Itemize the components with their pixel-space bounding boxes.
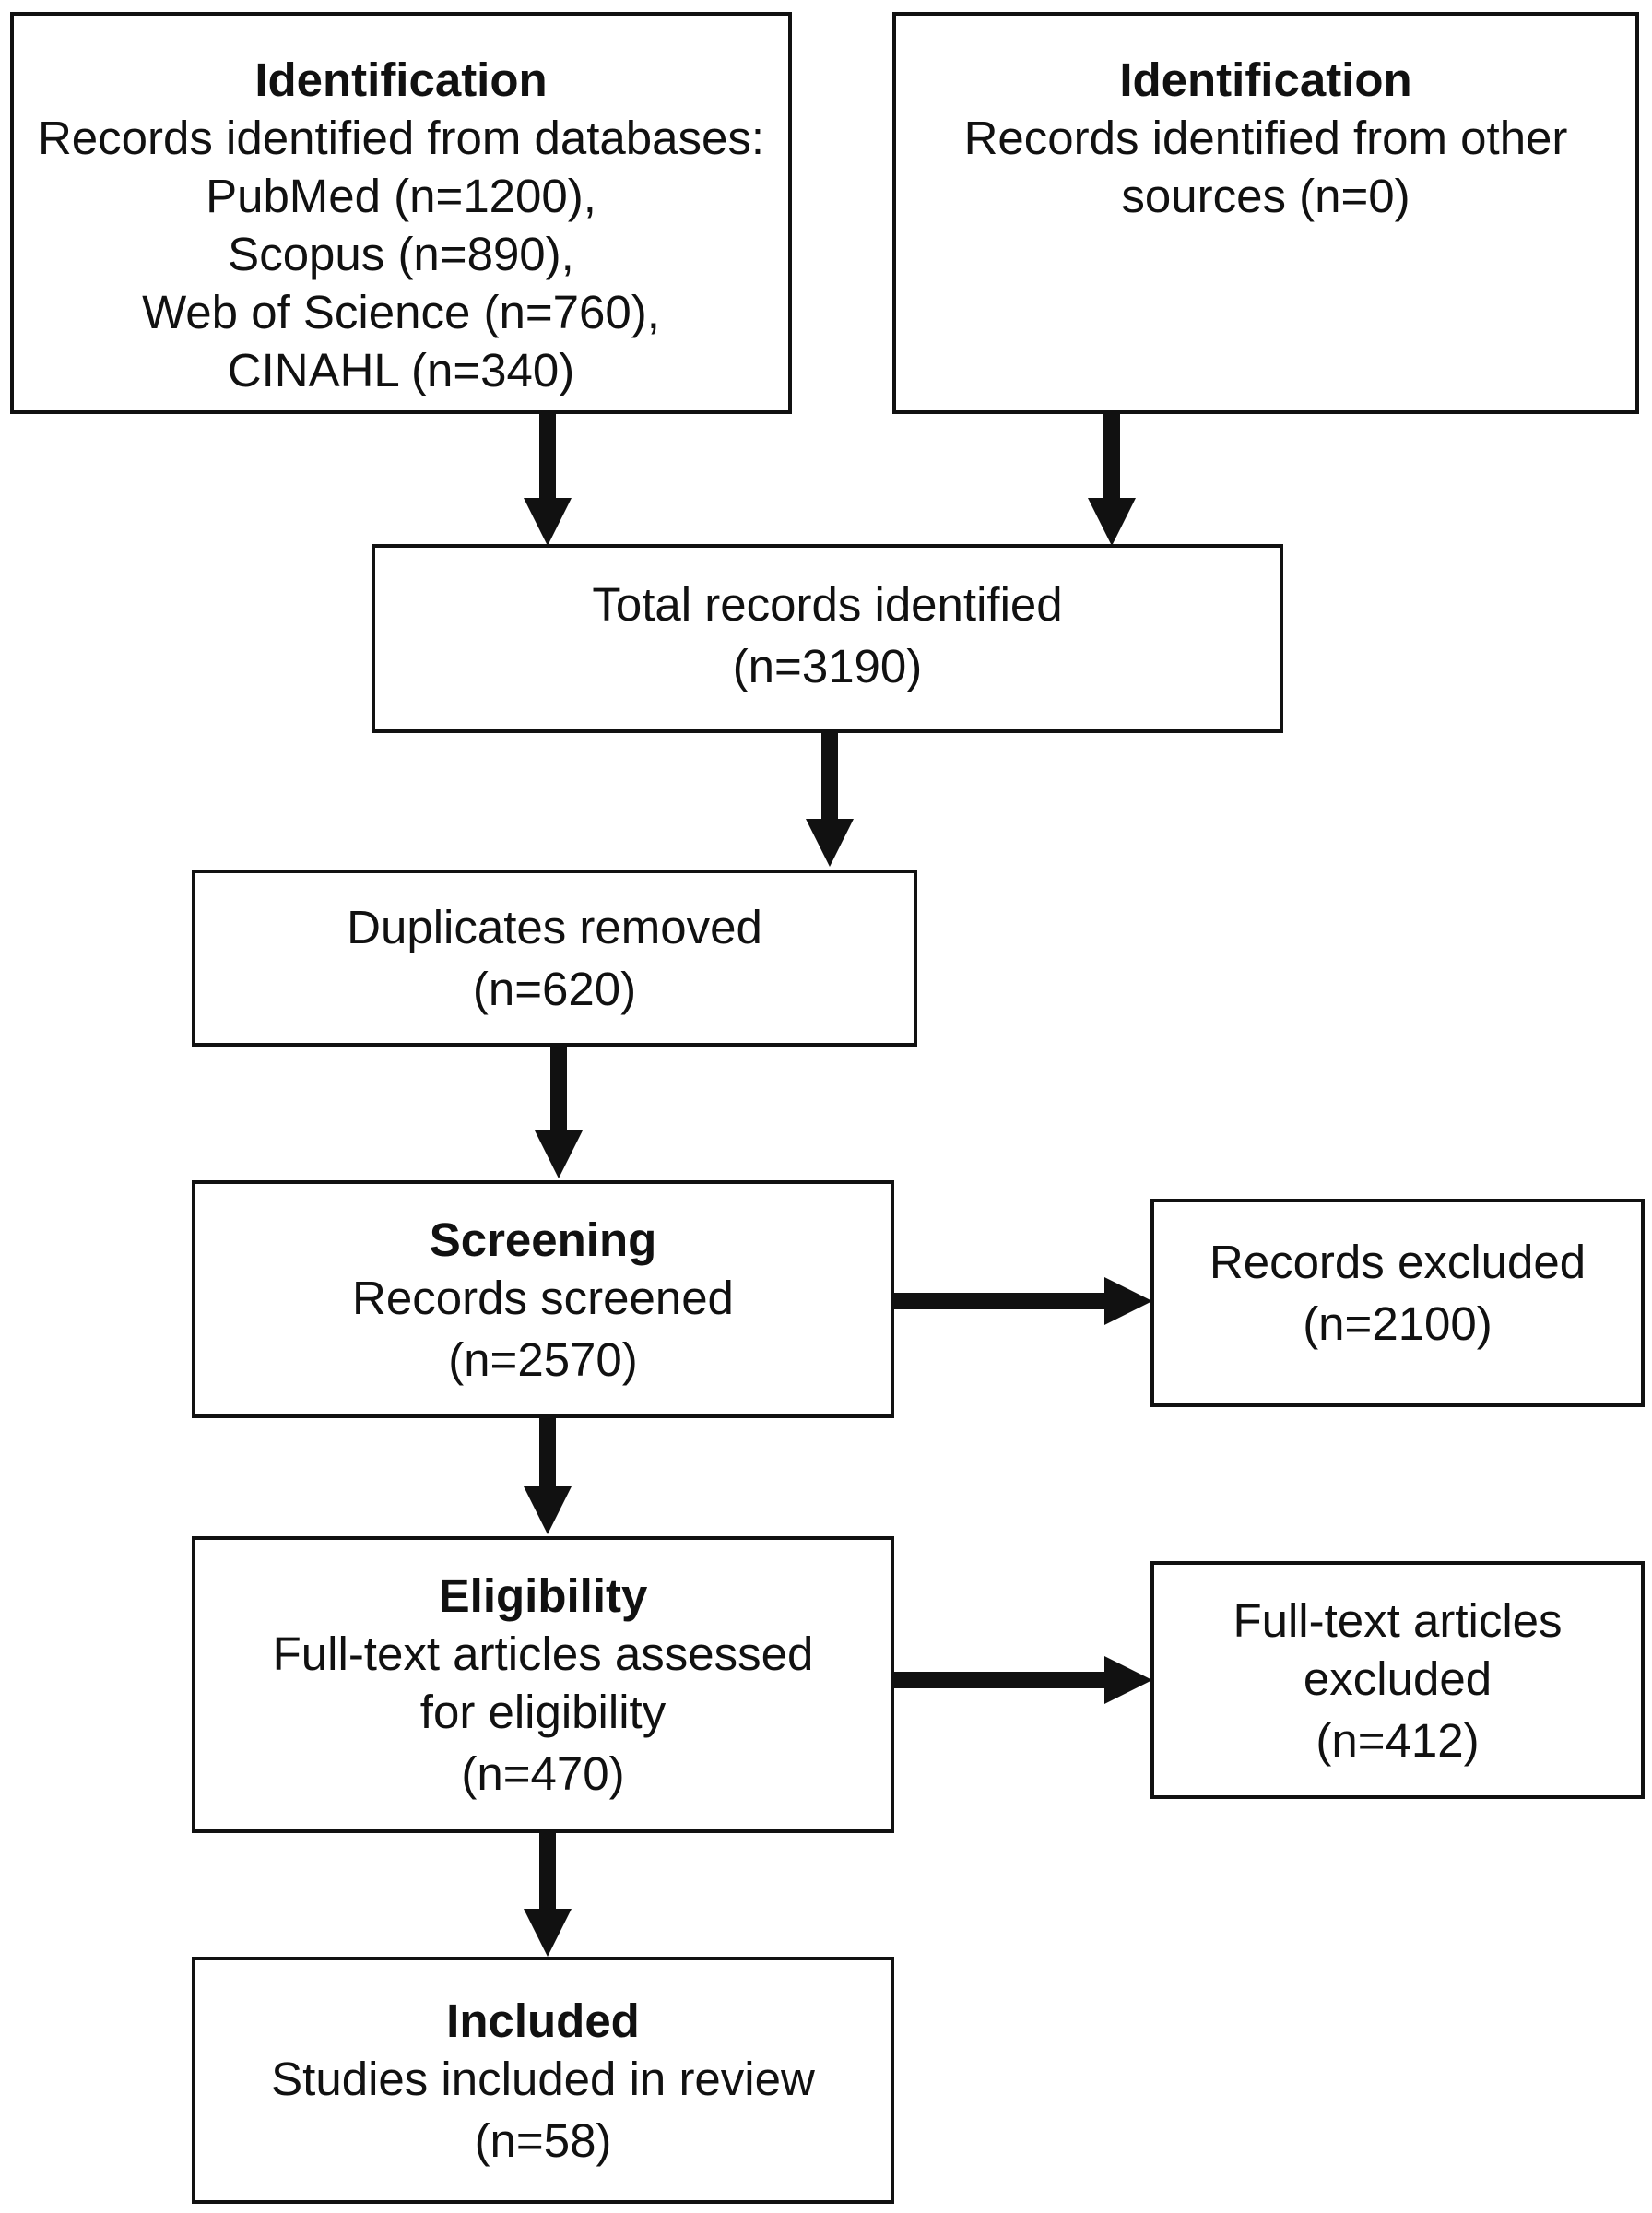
box-line: (n=58)	[474, 2113, 612, 2167]
box-line: Records identified from databases:	[37, 112, 765, 164]
box-line: (n=470)	[461, 1747, 625, 1800]
identification-other-box: Identification Records identified from o…	[892, 12, 1639, 414]
eligibility-box: Eligibility Full-text articles assessed …	[192, 1536, 894, 1833]
duplicates-removed-box: Duplicates removed (n=620)	[192, 870, 917, 1047]
box-line: Studies included in review	[271, 2052, 815, 2105]
box-line: Records excluded	[1209, 1236, 1587, 1288]
identification-heading: Identification	[1119, 53, 1412, 106]
records-excluded-box: Records excluded (n=2100)	[1150, 1199, 1645, 1407]
eligibility-heading: Eligibility	[438, 1569, 648, 1622]
screening-heading: Screening	[429, 1213, 657, 1266]
box-line: Web of Science (n=760),	[142, 286, 660, 338]
included-box: Included Studies included in review (n=5…	[192, 1957, 894, 2204]
box-line: (n=2100)	[1303, 1297, 1493, 1350]
box-line: Full-text articles assessed	[272, 1627, 814, 1680]
box-line: sources (n=0)	[1121, 170, 1410, 222]
box-line: excluded	[1303, 1651, 1493, 1705]
box-line: Total records identified	[592, 577, 1063, 631]
identification-databases-box: Identification Records identified from d…	[10, 12, 792, 414]
box-line: PubMed (n=1200),	[206, 170, 596, 222]
box-line: Full-text articles	[1233, 1593, 1563, 1647]
box-line: Records identified from other	[963, 112, 1568, 164]
fulltext-excluded-box: Full-text articles excluded (n=412)	[1150, 1561, 1645, 1799]
screening-box: Screening Records screened (n=2570)	[192, 1180, 894, 1418]
box-line: for eligibility	[419, 1686, 667, 1738]
box-line: (n=3190)	[732, 639, 923, 692]
box-line: Records screened	[352, 1271, 734, 1324]
included-heading: Included	[446, 1994, 640, 2047]
box-line: (n=412)	[1316, 1713, 1480, 1767]
identification-heading: Identification	[254, 53, 548, 106]
box-line: CINAHL (n=340)	[227, 344, 575, 396]
box-line: Duplicates removed	[347, 901, 762, 953]
box-line: (n=620)	[472, 963, 637, 1015]
box-line: Scopus (n=890),	[228, 228, 574, 280]
box-line: (n=2570)	[448, 1332, 638, 1386]
total-records-box: Total records identified (n=3190)	[372, 544, 1283, 733]
